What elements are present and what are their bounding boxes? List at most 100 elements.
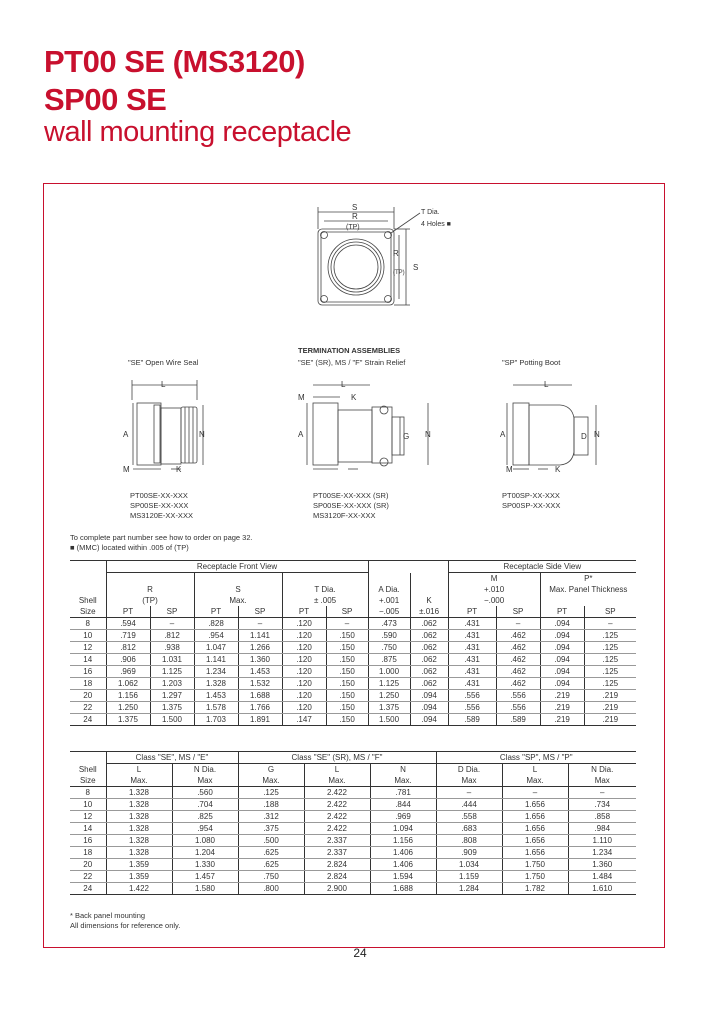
cell: .125 — [237, 786, 304, 799]
cell: – — [495, 617, 541, 630]
cell: .094 — [539, 677, 585, 690]
cell: 2.422 — [303, 786, 370, 799]
col2-se-L: L — [105, 763, 172, 775]
cell: .984 — [567, 822, 636, 835]
cell: – — [325, 617, 369, 630]
se-part-3: MS3120E-XX-XXX — [130, 511, 193, 520]
cell: 1.034 — [435, 858, 502, 871]
cell: .312 — [237, 810, 304, 823]
cell: .909 — [435, 846, 502, 859]
cell: .094 — [409, 701, 449, 714]
cell: .431 — [447, 617, 497, 630]
dim-R-top: R — [352, 212, 358, 221]
cell: .431 — [447, 665, 497, 678]
receptacle-dimensions-table: Receptacle Front View Receptacle Side Vi… — [70, 560, 637, 726]
cell: 10 — [70, 629, 106, 642]
dim-TP-side: (TP) — [393, 270, 405, 276]
cell: .431 — [447, 641, 497, 654]
cell: 2.422 — [303, 822, 370, 835]
col-T-sub: ± .005 — [281, 595, 369, 606]
col-R: R — [105, 584, 194, 595]
se-open-wire-seal-drawing — [131, 380, 204, 470]
cell: 12 — [70, 641, 106, 654]
col-A: A Dia. — [367, 584, 411, 595]
cell: .120 — [281, 617, 326, 630]
se-dim-L: L — [161, 380, 166, 389]
cell: .800 — [237, 882, 304, 895]
col-A-tol1: +.001 — [367, 595, 411, 606]
se-title: "SE" Open Wire Seal — [128, 358, 199, 367]
sp-dim-L: L — [544, 380, 549, 389]
sr-part-3: MS3120F-XX-XXX — [313, 511, 376, 520]
col-R-sp: SP — [149, 606, 194, 618]
cell: .125 — [583, 629, 637, 642]
note-mmc: ■ (MMC) located within .005 of (TP) — [70, 543, 189, 552]
col2-shell: Shell — [78, 765, 97, 774]
sr-dim-N: N — [425, 430, 431, 439]
col2-se-N-max: Max — [171, 775, 238, 787]
cell: .590 — [367, 629, 411, 642]
cell: .969 — [105, 665, 150, 678]
cell: .594 — [105, 617, 150, 630]
cell: – — [435, 786, 502, 799]
dim-TP-top: (TP) — [346, 224, 360, 231]
cell: .094 — [409, 713, 449, 726]
sp-dim-N: N — [594, 430, 600, 439]
cell: .812 — [105, 641, 150, 654]
col2-sr-N-max: Max. — [369, 775, 436, 787]
cell: – — [583, 617, 637, 630]
sr-dim-A: A — [298, 430, 304, 439]
cell: – — [149, 617, 194, 630]
cell: 1.656 — [501, 810, 568, 823]
cell: 2.824 — [303, 858, 370, 871]
se-part-2: SP00SE-XX-XXX — [130, 501, 188, 510]
cell: .858 — [567, 810, 636, 823]
termination-title: TERMINATION ASSEMBLIES — [298, 346, 400, 355]
cell: 1.406 — [369, 858, 436, 871]
sp-dim-D: D — [581, 432, 587, 441]
cell: 1.578 — [193, 701, 238, 714]
title-line-2: SP00 SE — [44, 82, 167, 117]
cell: .431 — [447, 677, 497, 690]
table-row: 8.594–.828–.120–.473.062.431–.094– — [70, 617, 637, 630]
cell: 1.159 — [435, 870, 502, 883]
group-sr: Class "SE" (SR), MS / "F" — [237, 751, 436, 764]
receptacle-front-view-drawing — [317, 207, 421, 306]
cell: .719 — [105, 629, 150, 642]
cell: 1.422 — [105, 882, 172, 895]
cell: 1.250 — [105, 701, 150, 714]
cell: .473 — [367, 617, 411, 630]
col-S: S — [193, 584, 282, 595]
cell: 1.359 — [105, 870, 172, 883]
cell: 1.782 — [501, 882, 568, 895]
cell: .556 — [495, 701, 541, 714]
cell: 1.284 — [435, 882, 502, 895]
cell: .444 — [435, 798, 502, 811]
termination-dimensions-table: Class "SE", MS / "E" Class "SE" (SR), MS… — [70, 751, 636, 895]
cell: 22 — [70, 870, 106, 883]
cell: 1.141 — [193, 653, 238, 666]
cell: 2.337 — [303, 834, 370, 847]
cell: .431 — [447, 629, 497, 642]
cell: .734 — [567, 798, 636, 811]
col2-sp-L-max: Max. — [501, 775, 568, 787]
sp-part-1: PT00SP-XX-XXX — [502, 491, 560, 500]
cell: .625 — [237, 858, 304, 871]
cell: 1.328 — [193, 677, 238, 690]
cell: 1.500 — [367, 713, 411, 726]
cell: .954 — [193, 629, 238, 642]
col-T: T Dia. — [281, 584, 369, 595]
cell: 1.204 — [171, 846, 238, 859]
cell: .219 — [539, 689, 585, 702]
cell: 1.484 — [567, 870, 636, 883]
cell: 1.047 — [193, 641, 238, 654]
cell: 10 — [70, 798, 106, 811]
se-dim-A: A — [123, 430, 129, 439]
